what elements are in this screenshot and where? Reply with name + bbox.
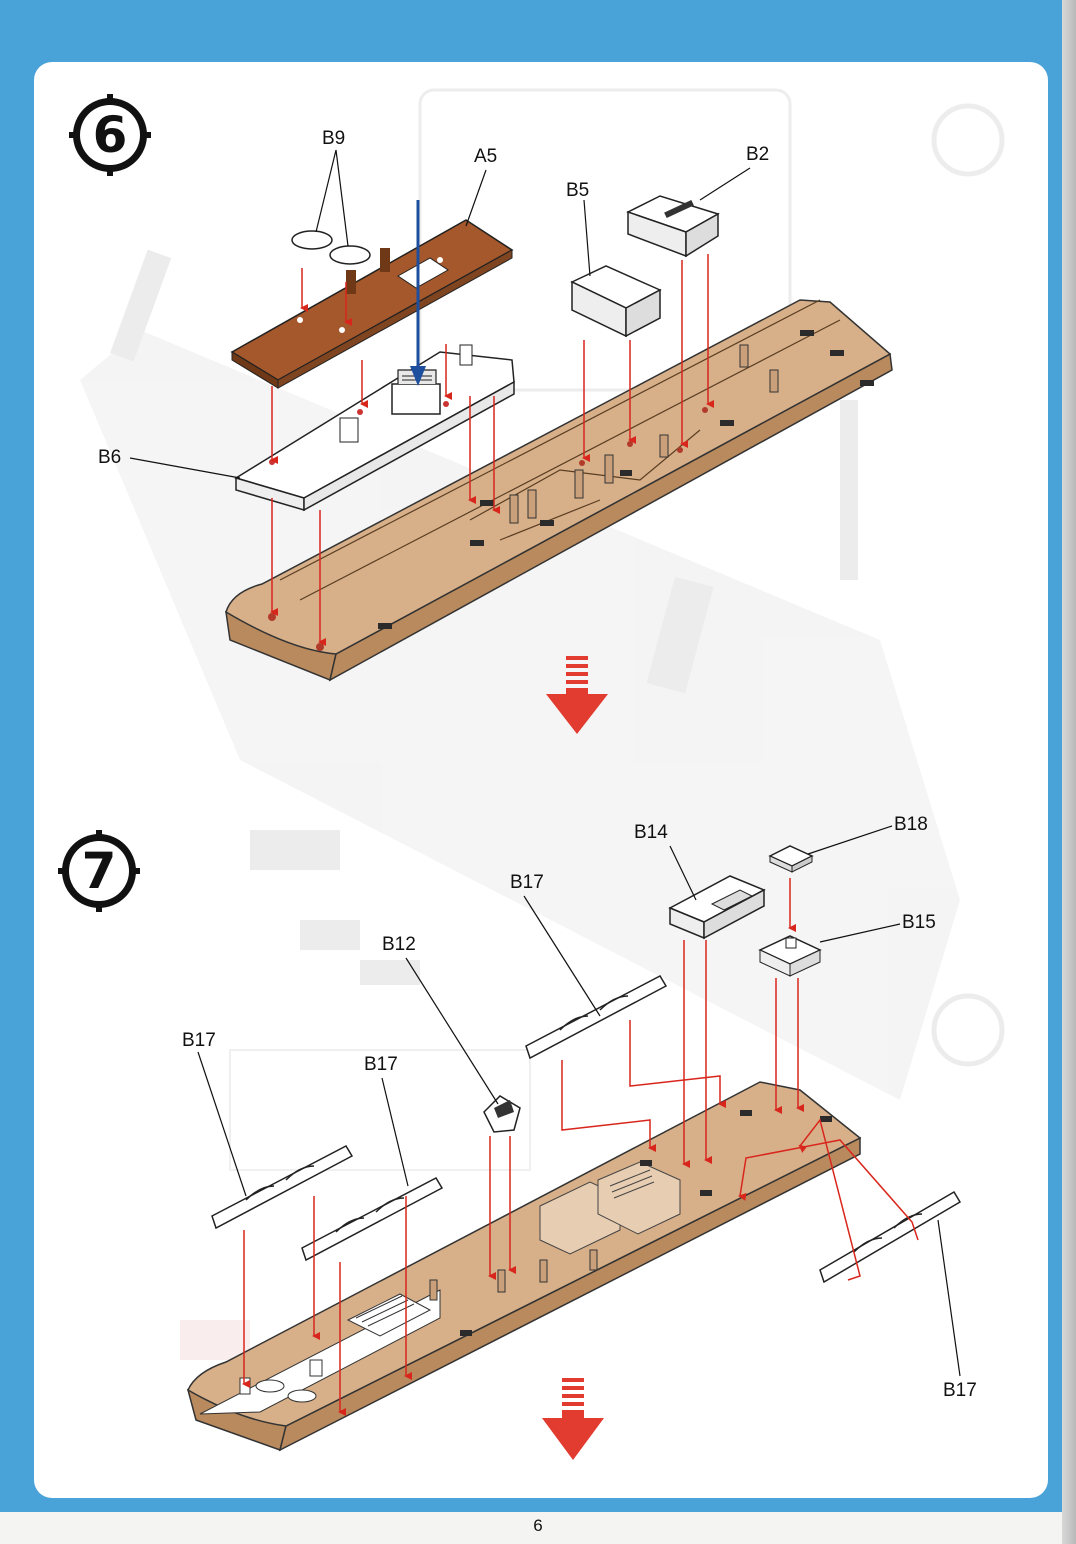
step6-part-a5 — [230, 219, 514, 389]
label-b2: B2 — [746, 144, 770, 165]
step7-part-b17 — [211, 975, 962, 1284]
insert-arrow — [410, 200, 426, 386]
ghost-background — [80, 88, 1005, 1360]
label-b17-left: B17 — [182, 1030, 216, 1051]
label-b6: B6 — [98, 447, 122, 468]
label-leaders — [129, 149, 961, 1377]
step7-guide-arrows — [242, 878, 919, 1416]
page-edge — [1062, 0, 1076, 1544]
step6-guide-arrows — [270, 254, 714, 646]
down-arrow-icon — [546, 656, 608, 734]
step7-part-b12 — [483, 1095, 521, 1133]
step-7-marker: 7 — [58, 830, 140, 912]
label-b18: B18 — [894, 814, 928, 835]
step7-part-b14 — [668, 875, 766, 940]
label-b17-top: B17 — [510, 872, 544, 893]
step-7-number: 7 — [81, 842, 117, 900]
step7-hull — [186, 1081, 862, 1452]
label-a5: A5 — [474, 146, 498, 167]
label-b15: B15 — [902, 912, 936, 933]
assembly-illustration — [80, 88, 1005, 1452]
label-b14: B14 — [634, 822, 668, 843]
step6-part-b5 — [570, 265, 662, 338]
step7-part-b18 — [768, 845, 814, 873]
down-arrow-icon — [542, 1378, 604, 1460]
label-b9: B9 — [322, 128, 346, 149]
label-b5: B5 — [566, 180, 590, 201]
page-number: 6 — [533, 1516, 543, 1535]
step-6-marker: 6 — [69, 94, 151, 176]
step6-part-b6 — [234, 344, 515, 512]
step6-part-b2 — [626, 195, 720, 258]
label-b17-mid: B17 — [364, 1054, 398, 1075]
step-6-number: 6 — [92, 106, 128, 164]
label-b12: B12 — [382, 934, 416, 955]
step6-hull — [225, 299, 893, 682]
step6-part-b9 — [291, 230, 371, 265]
label-b17-right: B17 — [943, 1380, 977, 1401]
step7-part-b15 — [758, 935, 822, 977]
